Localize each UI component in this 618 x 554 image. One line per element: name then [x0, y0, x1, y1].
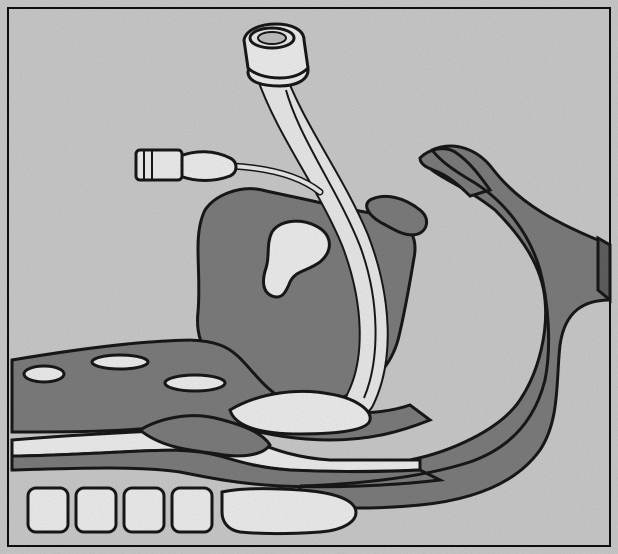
occipital-region: [598, 238, 610, 300]
hyoid-bone: [24, 366, 64, 382]
pilot-balloon[interactable]: [136, 150, 236, 181]
inflation-valve: [136, 150, 182, 180]
vertebra-4: [172, 488, 212, 532]
tube-connector[interactable]: [244, 24, 308, 86]
vertebra-5: [222, 489, 356, 534]
thyroid-cartilage: [92, 355, 148, 369]
cricoid-cartilage: [165, 375, 225, 391]
cervical-vertebrae: [28, 488, 356, 534]
vertebra-1: [28, 488, 68, 532]
vertebra-3: [124, 488, 164, 532]
pilot-balloon-body: [176, 152, 237, 181]
vertebra-2: [76, 488, 116, 532]
connector-lumen: [258, 32, 286, 44]
